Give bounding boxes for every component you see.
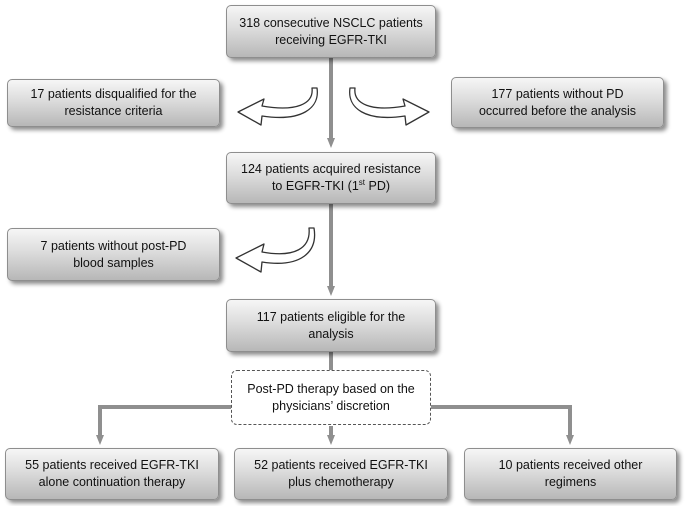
- node-disqualified: 17 patients disqualified for the resista…: [7, 79, 220, 127]
- node-no-samples: 7 patients without post-PD blood samples: [7, 228, 220, 281]
- node-other-line1: 10 patients received other: [498, 458, 643, 472]
- node-chemo-line2: plus chemotherapy: [288, 475, 394, 489]
- node-disqualified-line1: 17 patients disqualified for the: [30, 87, 197, 101]
- node-other: 10 patients received other regimens: [464, 448, 677, 500]
- node-continuation-line2: alone continuation therapy: [38, 475, 186, 489]
- node-eligible: 117 patients eligible for the analysis: [226, 299, 436, 352]
- curved-arrow-left-icon: [237, 87, 318, 126]
- node-therapy-line1: Post-PD therapy based on the: [247, 381, 415, 396]
- node-therapy: Post-PD therapy based on the physicians’…: [231, 370, 431, 425]
- node-continuation-line1: 55 patients received EGFR-TKI: [25, 458, 199, 472]
- node-resistance-line1: 124 patients acquired resistance: [241, 162, 421, 176]
- node-cohort-line1: 318 consecutive NSCLC patients: [239, 15, 423, 30]
- node-cohort: 318 consecutive NSCLC patients receiving…: [226, 5, 436, 58]
- node-resistance-line2: to EGFR-TKI (1st PD): [241, 178, 421, 195]
- node-chemo-line1: 52 patients received EGFR-TKI: [254, 458, 428, 472]
- node-without-pd: 177 patients without PD occurred before …: [451, 77, 664, 128]
- node-continuation: 55 patients received EGFR-TKI alone cont…: [5, 448, 219, 500]
- node-no-samples-line1: 7 patients without post-PD: [40, 238, 187, 253]
- node-resistance-line2-post: PD): [365, 179, 391, 193]
- node-cohort-line2: receiving EGFR-TKI: [275, 32, 387, 47]
- node-without-pd-line1: 177 patients without PD: [491, 86, 624, 101]
- node-other-line2: regimens: [544, 475, 597, 489]
- node-resistance: 124 patients acquired resistance to EGFR…: [226, 152, 436, 204]
- node-disqualified-line2: resistance criteria: [64, 104, 163, 118]
- node-no-samples-line2: blood samples: [73, 255, 154, 270]
- node-resistance-line2-pre: to EGFR-TKI (1: [271, 179, 359, 193]
- node-without-pd-line2: occurred before the analysis: [478, 103, 637, 118]
- node-therapy-line2: physicians’ discretion: [272, 398, 390, 413]
- curved-arrow-right-icon: [349, 87, 430, 126]
- node-resistance-line2-sup: st: [358, 177, 366, 187]
- curved-arrow-lower-left-icon: [235, 227, 316, 273]
- node-eligible-line1: 117 patients eligible for the: [256, 309, 406, 324]
- node-eligible-line2: analysis: [308, 326, 354, 341]
- node-chemo: 52 patients received EGFR-TKI plus chemo…: [234, 448, 448, 500]
